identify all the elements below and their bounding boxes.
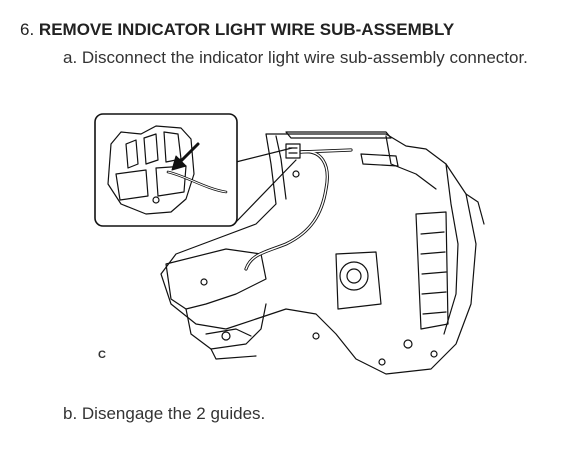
- housing-outline: [160, 131, 485, 375]
- mounting-bracket: [165, 248, 267, 360]
- substep-b-text: b. Disengage the 2 guides.: [63, 404, 266, 423]
- indicator-light-wire: [244, 148, 353, 271]
- wire-connector: [285, 143, 301, 159]
- callout-leader-lines: [235, 147, 297, 223]
- indicator-light-wire-inner: [245, 149, 352, 270]
- step-number: 6.: [20, 20, 35, 39]
- right-grille: [403, 211, 449, 358]
- housing-screws: [292, 170, 386, 366]
- substep-a-text: a. Disconnect the indicator light wire s…: [63, 48, 528, 67]
- blower-motor: [335, 251, 382, 310]
- figure-label: C: [98, 349, 106, 361]
- detail-inset: [94, 113, 238, 227]
- step-title: REMOVE INDICATOR LIGHT WIRE SUB-ASSEMBLY: [38, 20, 455, 39]
- assembly-illustration: [94, 113, 485, 375]
- step-heading: 6. REMOVE INDICATOR LIGHT WIRE SUB-ASSEM…: [20, 19, 454, 41]
